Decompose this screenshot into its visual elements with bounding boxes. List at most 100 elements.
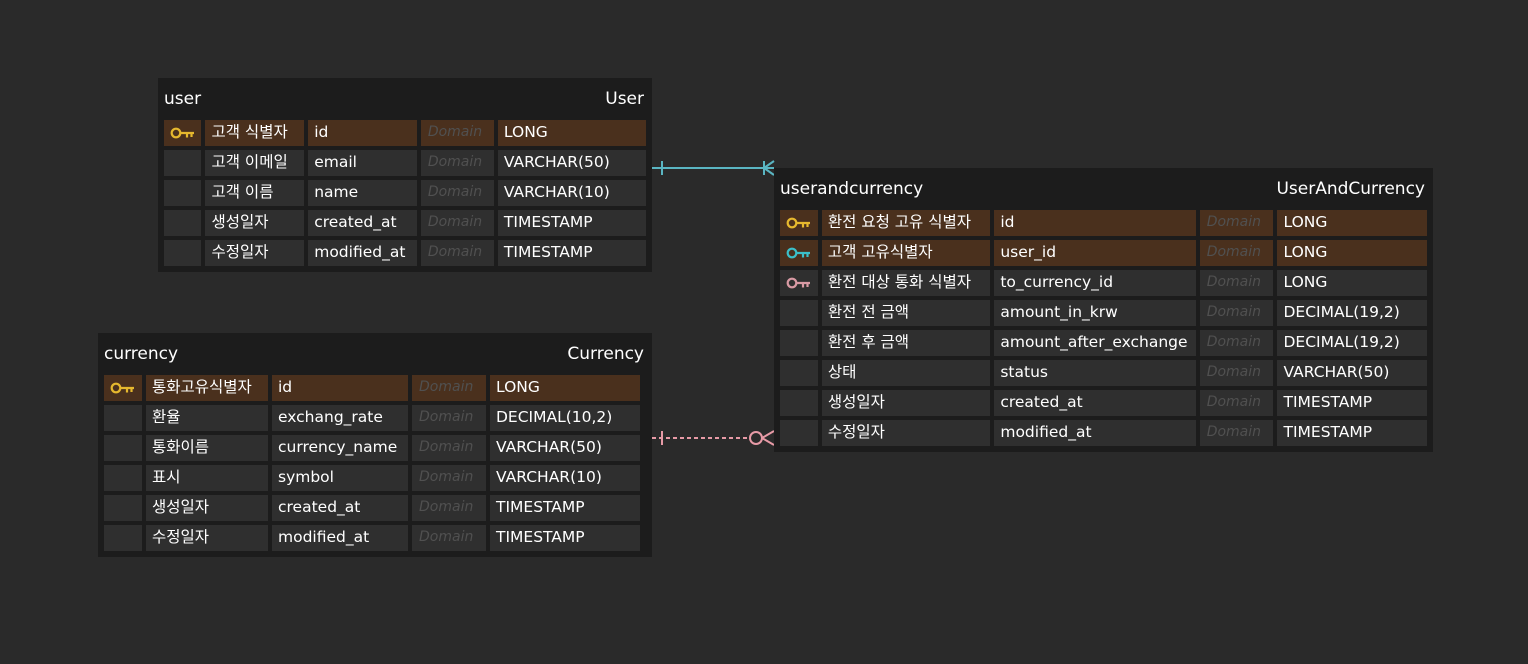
domain-cell[interactable]: Domain xyxy=(420,240,494,266)
physical-name-cell[interactable]: amount_in_krw xyxy=(994,300,1196,326)
physical-name-cell[interactable]: modified_at xyxy=(994,420,1196,446)
domain-cell[interactable]: Domain xyxy=(1199,390,1274,416)
physical-name-cell[interactable]: symbol xyxy=(272,465,408,491)
logical-name-cell[interactable]: 생성일자 xyxy=(205,210,305,236)
physical-name-cell[interactable]: email xyxy=(308,150,417,176)
physical-name-cell[interactable]: to_currency_id xyxy=(994,270,1196,296)
domain-cell[interactable]: Domain xyxy=(1199,240,1274,266)
physical-name-cell[interactable]: status xyxy=(994,360,1196,386)
logical-name-cell[interactable]: 상태 xyxy=(821,360,991,386)
physical-name-cell[interactable]: exchang_rate xyxy=(272,405,408,431)
physical-name-cell[interactable]: id xyxy=(272,375,408,401)
domain-cell[interactable]: Domain xyxy=(412,375,486,401)
data-type-cell[interactable]: LONG xyxy=(497,120,646,146)
domain-cell[interactable]: Domain xyxy=(412,525,486,551)
logical-name-cell[interactable]: 표시 xyxy=(146,465,268,491)
data-type-cell[interactable]: LONG xyxy=(1277,210,1428,236)
relation-user-userandcurrency[interactable] xyxy=(652,160,775,176)
logical-name-cell[interactable]: 생성일자 xyxy=(146,495,268,521)
data-type-cell[interactable]: DECIMAL(10,2) xyxy=(490,405,640,431)
data-type-cell[interactable]: TIMESTAMP xyxy=(490,495,640,521)
logical-name-cell[interactable]: 고객 식별자 xyxy=(205,120,305,146)
physical-name-cell[interactable]: amount_after_exchange xyxy=(994,330,1196,356)
data-type-cell[interactable]: TIMESTAMP xyxy=(490,525,640,551)
data-type-cell[interactable]: VARCHAR(50) xyxy=(490,435,640,461)
physical-name-cell[interactable]: id xyxy=(994,210,1196,236)
data-type-cell[interactable]: LONG xyxy=(490,375,640,401)
data-type-cell[interactable]: DECIMAL(19,2) xyxy=(1277,330,1428,356)
physical-name-cell[interactable]: modified_at xyxy=(272,525,408,551)
domain-cell[interactable]: Domain xyxy=(420,210,494,236)
physical-name-cell[interactable]: user_id xyxy=(994,240,1196,266)
data-type-cell[interactable]: VARCHAR(50) xyxy=(1277,360,1428,386)
physical-name-cell[interactable]: id xyxy=(308,120,417,146)
data-type-cell[interactable]: TIMESTAMP xyxy=(497,240,646,266)
data-type-cell[interactable]: LONG xyxy=(1277,270,1428,296)
logical-name-cell[interactable]: 환전 후 금액 xyxy=(821,330,991,356)
logical-name-cell[interactable]: 생성일자 xyxy=(821,390,991,416)
domain-cell[interactable]: Domain xyxy=(412,405,486,431)
data-type-cell[interactable]: TIMESTAMP xyxy=(1277,390,1428,416)
logical-name-cell[interactable]: 환율 xyxy=(146,405,268,431)
logical-name-cell[interactable]: 수정일자 xyxy=(821,420,991,446)
domain-cell[interactable]: Domain xyxy=(420,150,494,176)
physical-name-cell[interactable]: created_at xyxy=(994,390,1196,416)
data-type-cell[interactable]: TIMESTAMP xyxy=(1277,420,1428,446)
physical-name-cell[interactable]: currency_name xyxy=(272,435,408,461)
logical-name-cell[interactable]: 수정일자 xyxy=(205,240,305,266)
logical-name-cell[interactable]: 수정일자 xyxy=(146,525,268,551)
domain-cell[interactable]: Domain xyxy=(1199,360,1274,386)
data-type-cell[interactable]: DECIMAL(19,2) xyxy=(1277,300,1428,326)
domain-cell[interactable]: Domain xyxy=(420,180,494,206)
data-type-cell[interactable]: VARCHAR(10) xyxy=(497,180,646,206)
domain-cell[interactable]: Domain xyxy=(1199,210,1274,236)
logical-name-cell[interactable]: 통화이름 xyxy=(146,435,268,461)
logical-name-cell[interactable]: 고객 고유식별자 xyxy=(821,240,991,266)
physical-name-cell[interactable]: created_at xyxy=(308,210,417,236)
physical-name-cell[interactable]: modified_at xyxy=(308,240,417,266)
domain-cell[interactable]: Domain xyxy=(1199,330,1274,356)
data-type-cell[interactable]: LONG xyxy=(1277,240,1428,266)
domain-cell[interactable]: Domain xyxy=(412,435,486,461)
logical-name-cell[interactable]: 환전 전 금액 xyxy=(821,300,991,326)
data-type-cell[interactable]: VARCHAR(50) xyxy=(497,150,646,176)
logical-name-cell[interactable]: 고객 이메일 xyxy=(205,150,305,176)
logical-name-cell[interactable]: 통화고유식별자 xyxy=(146,375,268,401)
physical-name-cell[interactable]: created_at xyxy=(272,495,408,521)
domain-cell[interactable]: Domain xyxy=(1199,270,1274,296)
data-type-cell[interactable]: VARCHAR(10) xyxy=(490,465,640,491)
logical-name-cell[interactable]: 환전 요청 고유 식별자 xyxy=(821,210,991,236)
domain-cell[interactable]: Domain xyxy=(412,495,486,521)
relation-currency-userandcurrency[interactable] xyxy=(652,430,775,446)
data-type-cell[interactable]: TIMESTAMP xyxy=(497,210,646,236)
physical-name-cell[interactable]: name xyxy=(308,180,417,206)
logical-name-cell[interactable]: 고객 이름 xyxy=(205,180,305,206)
domain-cell[interactable]: Domain xyxy=(1199,300,1274,326)
domain-cell[interactable]: Domain xyxy=(420,120,494,146)
domain-cell[interactable]: Domain xyxy=(1199,420,1274,446)
